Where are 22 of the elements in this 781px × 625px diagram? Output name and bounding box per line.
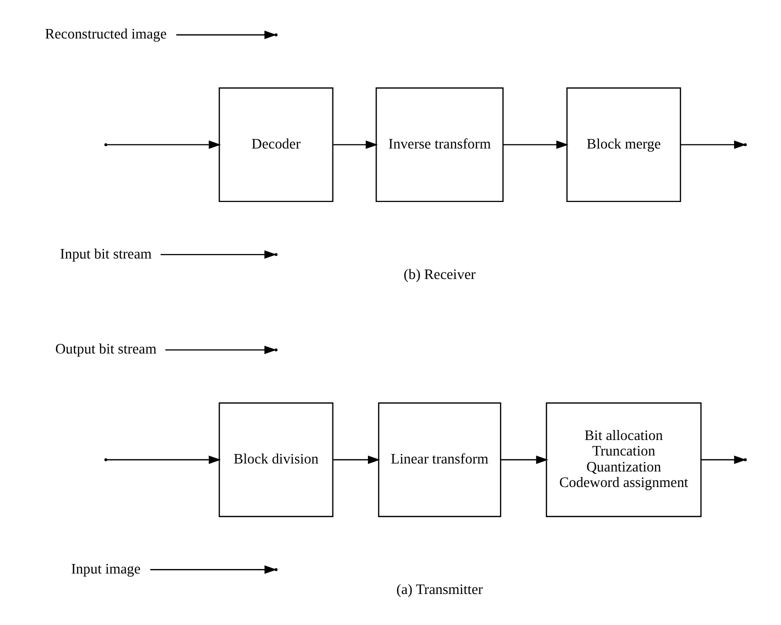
arrow [150,565,276,574]
node-box: Decoder [218,87,333,202]
node-box: Block division [218,402,333,518]
arrow [106,140,220,149]
node-box: Bit allocation Truncation Quantization Codeword assignment [545,402,702,518]
arrow [500,456,548,464]
arrow [176,30,276,40]
node-box: Inverse transform [375,87,504,202]
arrow [160,250,276,259]
arrow [332,140,378,149]
node-text: Output bit stream [54,342,156,358]
node-text: Reconstructed image [44,26,166,43]
label: (a) Transmitter [396,582,482,598]
arrow [502,140,568,149]
node-box: Linear transform [378,402,501,518]
arrow [164,346,276,354]
node-text: Input image [70,561,140,578]
label: (b) Receiver [403,266,476,283]
arrow [332,456,380,464]
arrow [106,456,220,464]
node-text: Input bit stream [60,246,152,262]
node-box: Block merge [566,87,681,202]
